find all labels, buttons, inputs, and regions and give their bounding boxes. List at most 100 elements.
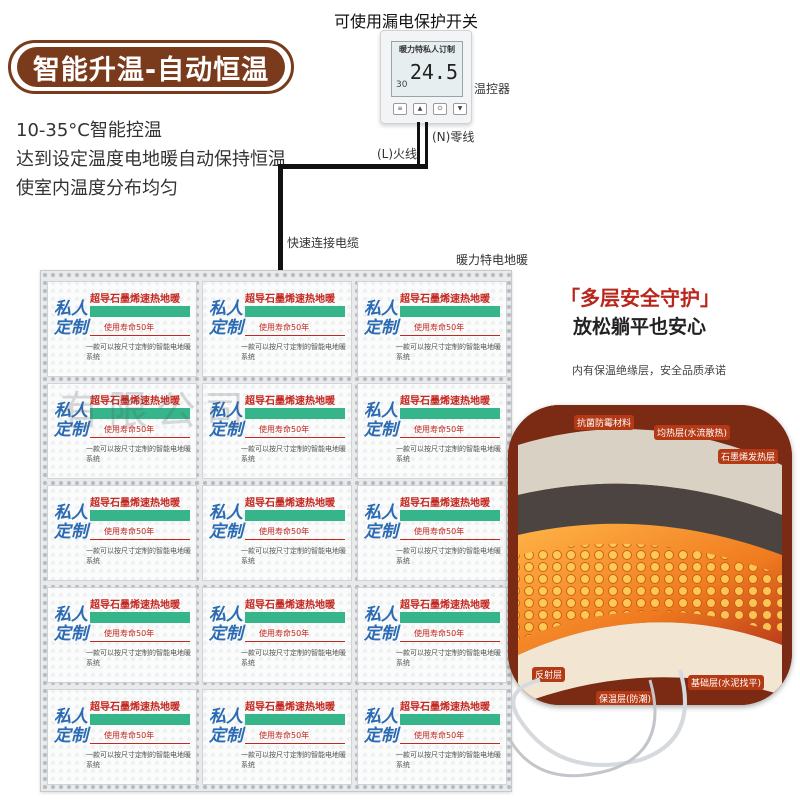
tile-title: 超导石墨烯速热地暖 [400, 702, 490, 713]
tile-life: 使用寿命50年 [414, 731, 465, 740]
mat-tile: 私人定制超导石墨烯速热地暖使用寿命50年一款可以按尺寸定制的智能电地暖系统 [47, 587, 197, 683]
tile-mark: 私人定制 [54, 299, 88, 338]
tile-divider [90, 743, 190, 744]
thermostat-device: 暖力特私人订制 24.5 30 ≡ ▲ ⏻ ▼ [380, 30, 472, 124]
mat-tile: 私人定制超导石墨烯速热地暖使用寿命50年一款可以按尺寸定制的智能电地暖系统 [202, 485, 352, 581]
tile-title: 超导石墨烯速热地暖 [245, 702, 335, 713]
tile-life: 使用寿命50年 [414, 629, 465, 638]
tile-divider [90, 335, 190, 336]
tile-footer: 一款可以按尺寸定制的智能电地暖系统 [396, 751, 501, 769]
layer-graphene [518, 543, 782, 640]
desc-line-2: 达到设定温度电地暖自动保持恒温 [16, 149, 286, 170]
tile-divider [245, 437, 345, 438]
desc-line-3: 使室内温度分布均匀 [16, 178, 178, 199]
tile-green-band [245, 510, 345, 521]
tile-life: 使用寿命50年 [414, 323, 465, 332]
tile-green-band [90, 306, 190, 317]
tile-mark: 私人定制 [54, 401, 88, 440]
tile-life: 使用寿命50年 [259, 731, 310, 740]
power-cord [508, 669, 687, 778]
cable-horizontal [278, 164, 428, 169]
tile-footer: 一款可以按尺寸定制的智能电地暖系统 [396, 445, 501, 463]
mat-tile: 私人定制超导石墨烯速热地暖使用寿命50年一款可以按尺寸定制的智能电地暖系统 [357, 281, 507, 377]
mat-tile: 私人定制超导石墨烯速热地暖使用寿命50年一款可以按尺寸定制的智能电地暖系统 [202, 383, 352, 479]
mat-tile: 私人定制超导石墨烯速热地暖使用寿命50年一款可以按尺寸定制的智能电地暖系统 [202, 689, 352, 785]
tile-title: 超导石墨烯速热地暖 [245, 396, 335, 407]
tile-title: 超导石墨烯速热地暖 [245, 498, 335, 509]
tile-divider [90, 437, 190, 438]
tile-title: 超导石墨烯速热地暖 [90, 294, 180, 305]
layer-label-6: 基础层(水泥找平) [688, 675, 765, 690]
tile-title: 超导石墨烯速热地暖 [90, 702, 180, 713]
power-icon: ⏻ [433, 103, 447, 115]
tile-footer: 一款可以按尺寸定制的智能电地暖系统 [396, 547, 501, 565]
tile-divider [400, 743, 500, 744]
tile-mark: 私人定制 [209, 503, 243, 542]
tile-life: 使用寿命50年 [104, 527, 155, 536]
tile-title: 超导石墨烯速热地暖 [400, 396, 490, 407]
tile-footer: 一款可以按尺寸定制的智能电地暖系统 [396, 343, 501, 361]
tile-life: 使用寿命50年 [104, 731, 155, 740]
tile-footer: 一款可以按尺寸定制的智能电地暖系统 [241, 649, 346, 667]
layer-top [518, 429, 782, 515]
tile-footer: 一款可以按尺寸定制的智能电地暖系统 [396, 649, 501, 667]
tile-green-band [245, 408, 345, 419]
tile-mark: 私人定制 [209, 401, 243, 440]
tile-green-band [400, 612, 500, 623]
layer-base [518, 622, 782, 705]
tile-mark: 私人定制 [209, 299, 243, 338]
tile-divider [400, 335, 500, 336]
mat-label: 暖力特电地暖 [456, 253, 529, 267]
cable-vertical [278, 164, 283, 272]
layer-label-3: 石墨烯发热层 [718, 449, 779, 464]
tile-mark: 私人定制 [364, 401, 398, 440]
tile-footer: 一款可以按尺寸定制的智能电地暖系统 [241, 445, 346, 463]
tile-title: 超导石墨烯速热地暖 [400, 600, 490, 611]
badge-title: 智能升温-自动恒温 [17, 47, 285, 87]
tile-mark: 私人定制 [54, 707, 88, 746]
tile-title: 超导石墨烯速热地暖 [90, 498, 180, 509]
tile-footer: 一款可以按尺寸定制的智能电地暖系统 [86, 751, 191, 769]
tile-divider [245, 641, 345, 642]
layer-label-1: 抗菌防霉材料 [574, 415, 635, 430]
tile-mark: 私人定制 [364, 707, 398, 746]
neutral-wire-vertical [425, 122, 428, 166]
tile-life: 使用寿命50年 [259, 629, 310, 638]
tile-life: 使用寿命50年 [104, 323, 155, 332]
layer-label-2: 均热层(水流散热) [654, 425, 731, 440]
thermostat-set-value: 30 [396, 80, 408, 90]
tile-green-band [245, 306, 345, 317]
tile-footer: 一款可以按尺寸定制的智能电地暖系统 [86, 649, 191, 667]
tile-green-band [400, 408, 500, 419]
safety-note: 内有保温绝缘层，安全品质承诺 [572, 364, 726, 377]
tile-footer: 一款可以按尺寸定制的智能电地暖系统 [241, 343, 346, 361]
tile-mark: 私人定制 [209, 707, 243, 746]
tile-title: 超导石墨烯速热地暖 [245, 600, 335, 611]
tile-footer: 一款可以按尺寸定制的智能电地暖系统 [241, 751, 346, 769]
tile-title: 超导石墨烯速热地暖 [90, 600, 180, 611]
tile-green-band [400, 306, 500, 317]
tile-divider [245, 743, 345, 744]
title-badge: 智能升温-自动恒温 [8, 40, 294, 94]
tile-life: 使用寿命50年 [259, 323, 310, 332]
tile-life: 使用寿命50年 [414, 425, 465, 434]
desc-line-1: 10-35°C智能控温 [16, 120, 162, 141]
layer-illustration [508, 405, 792, 705]
tile-footer: 一款可以按尺寸定制的智能电地暖系统 [241, 547, 346, 565]
tile-green-band [400, 510, 500, 521]
tile-green-band [245, 612, 345, 623]
mat-tile: 私人定制超导石墨烯速热地暖使用寿命50年一款可以按尺寸定制的智能电地暖系统 [47, 485, 197, 581]
tile-mark: 私人定制 [209, 605, 243, 644]
tile-divider [400, 641, 500, 642]
tile-mark: 私人定制 [364, 503, 398, 542]
live-wire-label: (L)火线 [377, 147, 418, 161]
mat-tile: 私人定制超导石墨烯速热地暖使用寿命50年一款可以按尺寸定制的智能电地暖系统 [202, 281, 352, 377]
tile-divider [245, 539, 345, 540]
tile-mark: 私人定制 [54, 503, 88, 542]
leakage-switch-label: 可使用漏电保护开关 [334, 12, 479, 31]
mat-tile: 私人定制超导石墨烯速热地暖使用寿命50年一款可以按尺寸定制的智能电地暖系统 [47, 383, 197, 479]
tile-divider [400, 437, 500, 438]
mat-tile: 私人定制超导石墨烯速热地暖使用寿命50年一款可以按尺寸定制的智能电地暖系统 [357, 587, 507, 683]
thermostat-brand: 暖力特私人订制 [399, 45, 455, 54]
tile-mark: 私人定制 [364, 299, 398, 338]
